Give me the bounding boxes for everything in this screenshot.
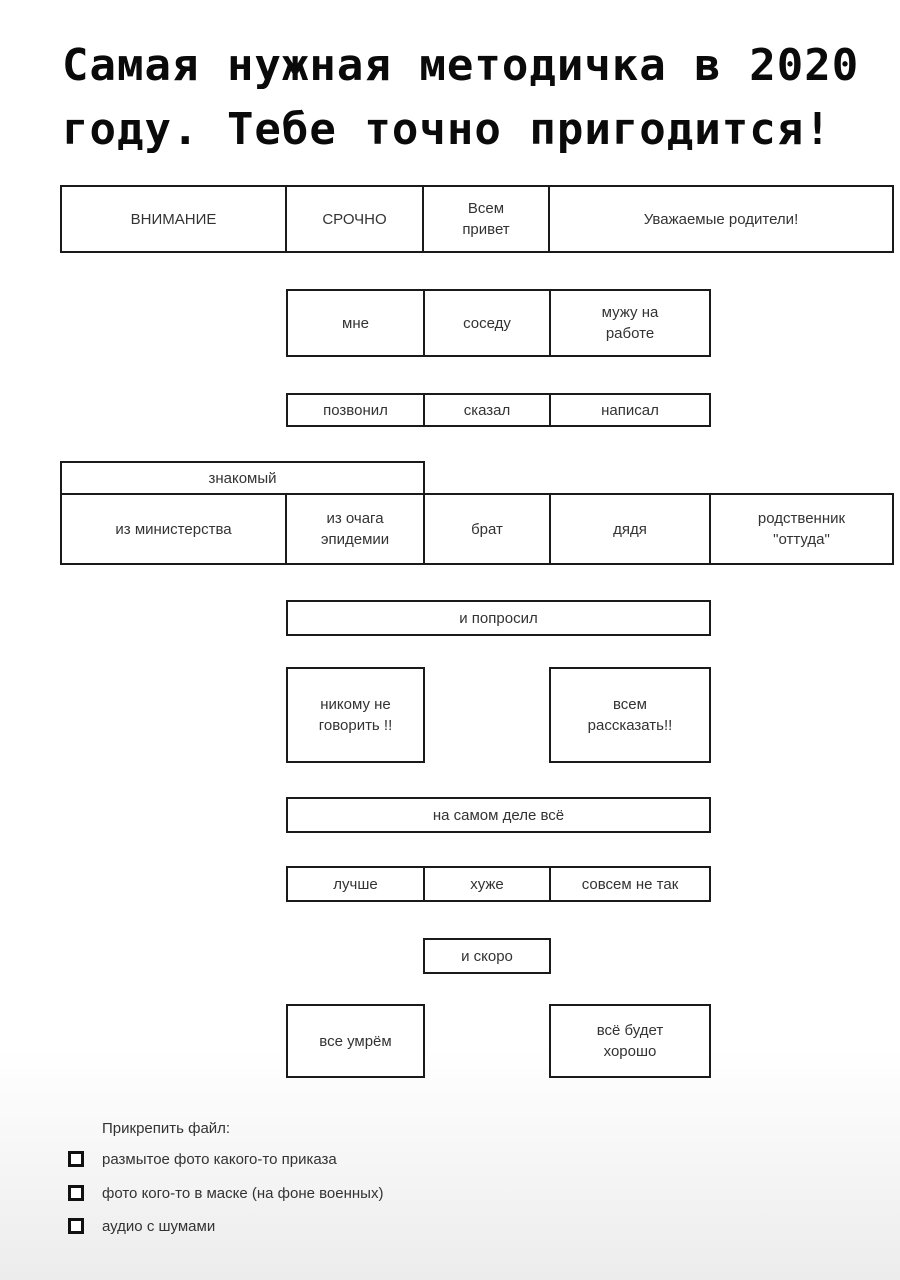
cell-greeting-dear-parents: Уважаемые родители! — [548, 185, 894, 253]
cell-state-better: лучше — [286, 866, 425, 902]
cell-greeting-hello-all: Всем привет — [422, 185, 550, 253]
cell-truth: на самом деле всё — [286, 797, 711, 833]
cell-whom-neighbor: соседу — [423, 289, 551, 357]
cell-acquaintance-header: знакомый — [60, 461, 425, 495]
cell-who-brother: брат — [423, 493, 551, 565]
cell-asked: и попросил — [286, 600, 711, 636]
cell-greeting-attention: ВНИМАНИЕ — [60, 185, 287, 253]
cell-whom-me: мне — [286, 289, 425, 357]
cell-state-worse: хуже — [423, 866, 551, 902]
attach-option-noisy-audio[interactable]: аудио с шумами — [68, 1215, 215, 1237]
cell-state-not-so: совсем не так — [549, 866, 711, 902]
attach-label: Прикрепить файл: — [102, 1120, 231, 1137]
checkbox-icon[interactable] — [68, 1218, 84, 1234]
cell-action-said: сказал — [423, 393, 551, 427]
cell-soon: и скоро — [423, 938, 551, 974]
attach-option-label: аудио с шумами — [102, 1217, 216, 1235]
cell-outcome-all-good: всё будет хорошо — [549, 1004, 711, 1078]
attach-option-mask-photo[interactable]: фото кого-то в маске (на фоне военных) — [68, 1182, 383, 1204]
checkbox-icon[interactable] — [68, 1185, 84, 1201]
attach-option-label: размытое фото какого-то приказа — [102, 1150, 337, 1168]
cell-who-epicenter: из очага эпидемии — [285, 493, 425, 565]
cell-who-uncle: дядя — [549, 493, 711, 565]
cell-whom-husband: мужу на работе — [549, 289, 711, 357]
page-title: Самая нужная методичка в 2020 году. Тебе… — [62, 40, 860, 155]
cell-who-relative: родственник "оттуда" — [709, 493, 894, 565]
cell-request-tell-everyone: всем рассказать!! — [549, 667, 711, 763]
cell-outcome-all-die: все умрём — [286, 1004, 425, 1078]
cell-action-called: позвонил — [286, 393, 425, 427]
cell-request-tell-no-one: никому не говорить !! — [286, 667, 425, 763]
cell-greeting-urgent: СРОЧНО — [285, 185, 424, 253]
attach-option-blurry-photo[interactable]: размытое фото какого-то приказа — [68, 1148, 337, 1170]
checkbox-icon[interactable] — [68, 1151, 84, 1167]
cell-who-ministry: из министерства — [60, 493, 287, 565]
attach-option-label: фото кого-то в маске (на фоне военных) — [102, 1184, 384, 1202]
cell-action-wrote: написал — [549, 393, 711, 427]
